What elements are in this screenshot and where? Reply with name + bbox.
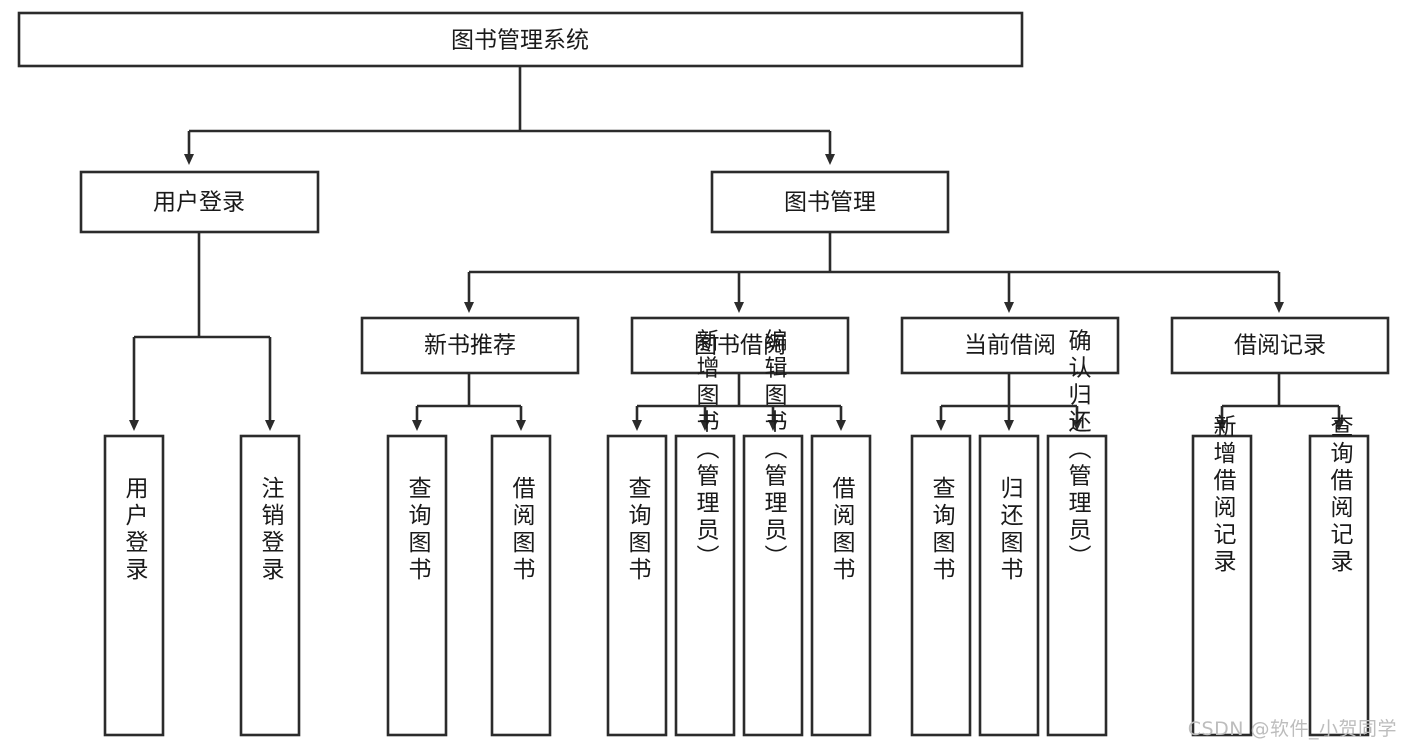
leaf-current-borrow-2[interactable]: 确认归还（管理员） [1046,329,1108,737]
leaf-current-borrow-1-label: 归还图书 [996,476,1024,584]
node-user-login[interactable]: 用户登录 [79,170,320,234]
leaf-book-borrow-3-label: 借阅图书 [828,476,856,584]
leaf-user-login-1[interactable]: 注销登录 [239,434,301,737]
leaf-book-borrow-2-label: 编辑图书（管理员） [760,329,788,572]
leaf-user-login-1-label: 注销登录 [257,476,285,584]
node-current-borrow-label: 当前借阅 [964,333,1056,359]
leaf-borrow-record-1-label: 查询借阅记录 [1326,414,1354,576]
leaf-user-login-0-label: 用户登录 [121,476,149,584]
node-user-login-label: 用户登录 [153,190,245,216]
leaf-new-book-recommend-0[interactable]: 查询图书 [386,434,448,737]
leaf-book-borrow-2[interactable]: 编辑图书（管理员） [742,329,804,737]
leaf-current-borrow-0[interactable]: 查询图书 [910,434,972,737]
leaf-book-borrow-0-label: 查询图书 [624,476,652,584]
leaf-book-borrow-1-label: 新增图书（管理员） [692,329,720,572]
leaf-borrow-record-0-label: 新增借阅记录 [1209,414,1237,576]
connector-group [129,66,1344,431]
node-new-book-recommend[interactable]: 新书推荐 [360,316,580,375]
leaf-user-login-0[interactable]: 用户登录 [103,434,165,737]
node-book-borrow[interactable]: 图书借阅 [630,316,850,375]
leaf-new-book-recommend-1[interactable]: 借阅图书 [490,434,552,737]
leaf-new-book-recommend-1-label: 借阅图书 [508,476,536,584]
node-new-book-recommend-label: 新书推荐 [424,333,516,359]
leaf-book-borrow-0[interactable]: 查询图书 [606,434,668,737]
node-borrow-record[interactable]: 借阅记录 [1170,316,1390,375]
node-root-book-management-system[interactable]: 图书管理系统 [17,11,1024,68]
node-book-borrow-label: 图书借阅 [694,333,786,359]
node-borrow-record-label: 借阅记录 [1234,333,1326,359]
leaf-borrow-record-0[interactable]: 新增借阅记录 [1191,414,1253,737]
leaf-current-borrow-2-label: 确认归还（管理员） [1064,329,1092,572]
node-book-management-label: 图书管理 [784,190,876,216]
leaf-current-borrow-1[interactable]: 归还图书 [978,434,1040,737]
leaf-book-borrow-3[interactable]: 借阅图书 [810,434,872,737]
leaf-borrow-record-1[interactable]: 查询借阅记录 [1308,414,1370,737]
node-root-label: 图书管理系统 [451,28,589,54]
node-book-management[interactable]: 图书管理 [710,170,950,234]
leaf-current-borrow-0-label: 查询图书 [928,476,956,584]
leaf-new-book-recommend-0-label: 查询图书 [404,476,432,584]
leaf-book-borrow-1[interactable]: 新增图书（管理员） [674,329,736,737]
node-current-borrow[interactable]: 当前借阅 [900,316,1120,375]
